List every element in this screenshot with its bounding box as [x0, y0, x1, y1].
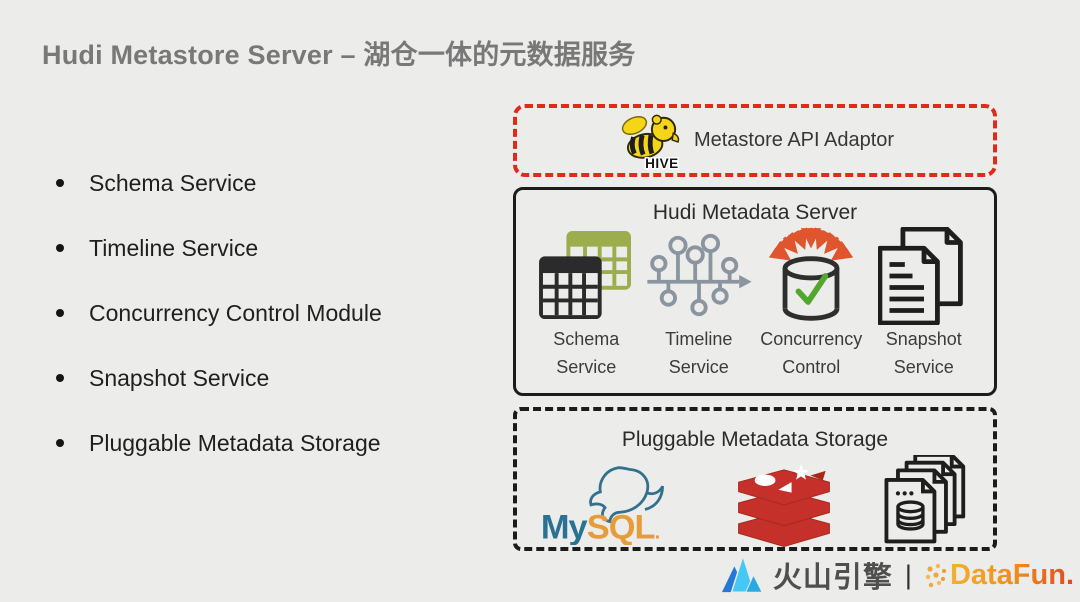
bullet-text: Schema Service: [89, 169, 257, 196]
mountain-peaks-icon: [721, 554, 763, 593]
service-label-line: Service: [893, 357, 954, 377]
hive-bee-icon: HIVE: [621, 114, 680, 171]
icon-wrap: [539, 227, 633, 325]
services-row: Schema Service: [516, 227, 994, 381]
datafun-brand-text: DataFun.: [949, 558, 1074, 591]
bullet-text: Concurrency Control Module: [89, 299, 382, 326]
bullet-dot-icon: [56, 179, 64, 187]
service-label-line: Service: [556, 357, 617, 377]
bullet-dot-icon: [56, 374, 64, 382]
footer-brands: 火山引擎 | DataFun.: [721, 554, 1074, 596]
list-item: Concurrency Control Module: [56, 300, 382, 326]
service-timeline: Timeline Service: [643, 227, 756, 381]
storage-logos-row: MySQL.: [517, 455, 993, 551]
list-item: Snapshot Service: [56, 365, 382, 391]
bullet-dot-icon: [56, 439, 64, 447]
mysql-text-my: My: [541, 508, 588, 545]
service-label-line: Timeline: [665, 329, 733, 349]
svg-text:MySQL.: MySQL.: [541, 508, 660, 545]
bullet-text: Pluggable Metadata Storage: [89, 429, 381, 456]
service-label-line: Snapshot: [885, 329, 962, 349]
timeline-icon: [647, 233, 752, 317]
list-item: Pluggable Metadata Storage: [56, 430, 382, 456]
adaptor-label: Metastore API Adaptor: [693, 129, 895, 151]
hudi-metadata-server-box: Hudi Metadata Server: [513, 187, 997, 396]
metastore-api-adaptor-box: HIVE Metastore API Adaptor: [513, 104, 997, 177]
page-title: Hudi Metastore Server – 湖仓一体的元数据服务: [42, 40, 636, 70]
mysql-text-dot: .: [655, 520, 660, 543]
schema-tables-icon: [539, 231, 632, 320]
service-concurrency: Concurrency Control: [755, 227, 868, 381]
pluggable-storage-box: Pluggable Metadata Storage MySQL.: [513, 407, 997, 551]
mysql-dolphin-logo: MySQL.: [541, 466, 665, 545]
bullet-list: Schema Service Timeline Service Concurre…: [56, 170, 382, 495]
brand-separator: |: [904, 559, 912, 590]
list-item: Timeline Service: [56, 235, 382, 261]
icon-wrap: [762, 227, 860, 325]
bullet-dot-icon: [56, 309, 64, 317]
bullet-text: Snapshot Service: [89, 364, 270, 391]
server-box-title: Hudi Metadata Server: [652, 201, 858, 224]
bullet-text: Timeline Service: [89, 234, 259, 261]
volcano-engine-brand: 火山引擎: [772, 562, 893, 594]
stacked-db-documents-icon: [884, 455, 966, 544]
hive-logo-text: HIVE: [645, 156, 679, 171]
list-item: Schema Service: [56, 170, 382, 196]
service-label-line: Concurrency: [760, 329, 863, 349]
service-label-line: Schema: [553, 329, 620, 349]
concurrency-db-check-icon: [769, 227, 854, 321]
redis-stack-logo: [738, 464, 830, 548]
service-schema: Schema Service: [530, 227, 643, 381]
bullet-dot-icon: [56, 244, 64, 252]
datafun-brand: DataFun.: [924, 559, 1074, 592]
service-label-line: Service: [668, 357, 729, 377]
icon-wrap: [645, 227, 753, 325]
snapshot-documents-icon: [877, 227, 963, 325]
service-label-line: Control: [782, 357, 841, 377]
dots-cluster-icon: [925, 563, 946, 587]
mysql-text-sql: SQL: [587, 508, 655, 545]
storage-box-title: Pluggable Metadata Storage: [621, 428, 889, 451]
service-snapshot: Snapshot Service: [868, 227, 981, 381]
icon-wrap: [877, 227, 970, 325]
